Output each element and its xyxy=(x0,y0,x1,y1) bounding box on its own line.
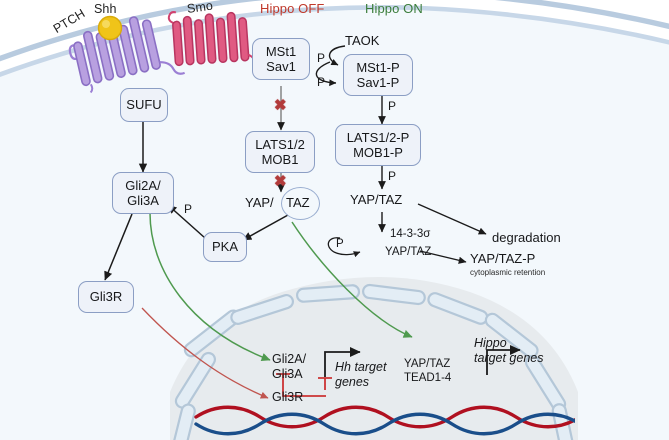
node-gli2a-gli3a-line-0: Gli2A/ xyxy=(125,177,161,193)
nucleus-gli2a-gli3a: Gli2A/ Gli3A xyxy=(272,352,306,382)
label-complex-yaptaz: YAP/TAZ xyxy=(385,246,432,258)
nucleus-yaptaz-tead: YAP/TAZ TEAD1-4 xyxy=(404,358,451,386)
shh-ligand xyxy=(97,15,123,41)
repressor-line-gli3r xyxy=(282,382,326,397)
nucleus-hh-target-line-0: Hh target xyxy=(335,360,387,374)
label-taok: TAOK xyxy=(345,33,380,48)
nucleus-hippo-target-genes: Hippo target genes xyxy=(474,336,544,366)
p-mark-pka-gli: P xyxy=(184,202,193,216)
plasma-membrane-inner xyxy=(0,5,669,77)
arrow-yaptaz-to-nucleus-green xyxy=(291,221,413,338)
node-lats12-mob1-line-0: LATS1/2 xyxy=(255,136,305,152)
x-mark-mst-to-lats: ✖ xyxy=(274,97,287,114)
p-mark-lats: P xyxy=(388,99,397,113)
node-lats12-mob1[interactable]: LATS1/2 MOB1 xyxy=(245,131,315,173)
p-mark-taok-lower: P xyxy=(317,75,326,89)
repressor-tbar-gli3r xyxy=(276,373,290,382)
node-gli3r-line-0: Gli3R xyxy=(89,289,123,305)
node-gli3r[interactable]: Gli3R xyxy=(78,281,134,313)
arrow-to-degradation xyxy=(417,203,487,235)
promoter-arrow-hh xyxy=(324,346,361,377)
node-lats12-mob1-line-1: MOB1 xyxy=(261,152,299,167)
arrow-gli-to-gli3r xyxy=(104,213,133,281)
dna-strand-red xyxy=(194,405,575,429)
node-mst1-sav1-line-1: Sav1 xyxy=(266,59,296,74)
arrow-taok-lower xyxy=(315,61,337,87)
node-sufu[interactable]: SUFU xyxy=(120,88,168,122)
node-gli2a-gli3a-line-1: Gli3A xyxy=(127,193,159,208)
node-mst1p-sav1p[interactable]: MSt1-P Sav1-P xyxy=(343,54,413,96)
nucleus-hippo-target-line-1: target genes xyxy=(474,351,544,365)
arrow-1433-complex-hook xyxy=(327,237,361,258)
nucleus-gli3r: Gli3R xyxy=(272,390,304,404)
nucleus-yaptaz-tead-line-0: YAP/TAZ xyxy=(404,358,451,370)
repressor-bar-hh xyxy=(318,377,332,390)
nucleus-gli2a-gli3a-line-0: Gli2A/ xyxy=(272,352,307,366)
nucleus-hh-target-genes: Hh target genes xyxy=(335,360,386,390)
shh-label: Shh xyxy=(94,2,117,16)
node-pka-line-0: PKA xyxy=(211,239,238,255)
hippo-off-header: Hippo OFF xyxy=(260,1,325,16)
node-lats12p-mob1p[interactable]: LATS1/2-P MOB1-P xyxy=(335,124,421,166)
p-mark-taok-upper: P xyxy=(317,51,326,65)
node-mst1p-sav1p-line-0: MSt1-P xyxy=(356,59,400,75)
dna-strand-blue xyxy=(194,412,575,436)
x-mark-lats-to-yap: ✖ xyxy=(274,173,287,190)
label-14-3-3-sigma: 14-3-3σ xyxy=(390,228,431,240)
node-gli2a-gli3a[interactable]: Gli2A/ Gli3A xyxy=(112,172,174,214)
plasma-membrane-outer xyxy=(0,0,669,62)
node-sufu-line-0: SUFU xyxy=(126,97,162,113)
arrow-to-yaptaz-p xyxy=(419,250,467,264)
label-yaptaz-on: YAP/TAZ xyxy=(350,192,403,207)
arrow-gli3r-to-nucleus-red xyxy=(141,307,269,399)
label-yaptaz-off: YAP/ xyxy=(245,195,274,210)
promoter-arrow-hippo xyxy=(486,344,521,375)
label-taz-circle: TAZ xyxy=(286,195,310,210)
label-yaptaz-p: YAP/TAZ-P xyxy=(470,251,536,266)
taz-circle-outline xyxy=(281,187,320,220)
arrow-pka-to-gli xyxy=(167,204,206,239)
node-mst1-sav1[interactable]: MSt1 Sav1 xyxy=(252,38,310,80)
node-mst1-sav1-line-0: MSt1 xyxy=(265,43,297,59)
dna-helix xyxy=(194,405,575,436)
nucleus-hh-target-line-1: genes xyxy=(335,375,370,389)
p-mark-yaptaz: P xyxy=(388,169,397,183)
nucleus-gli2a-gli3a-line-1: Gli3A xyxy=(272,367,303,381)
node-pka[interactable]: PKA xyxy=(203,232,247,262)
arrow-yaptaz-to-pka xyxy=(242,214,289,241)
node-lats12p-mob1p-line-1: MOB1-P xyxy=(353,145,403,160)
node-lats12p-mob1p-line-0: LATS1/2-P xyxy=(346,129,410,145)
nucleus-yaptaz-tead-line-1: TEAD1-4 xyxy=(404,371,452,384)
arrow-gli-to-nucleus-green xyxy=(149,212,271,361)
label-degradation: degradation xyxy=(492,230,561,245)
label-complex-p: P xyxy=(336,238,344,250)
nucleus-hippo-target-line-0: Hippo xyxy=(474,336,507,350)
arrow-taok-upper xyxy=(328,45,346,66)
hippo-on-header: Hippo ON xyxy=(365,1,423,16)
label-cytoplasmic-retention: cytoplasmic retention xyxy=(470,268,546,277)
node-mst1p-sav1p-line-1: Sav1-P xyxy=(356,75,400,90)
smo-receptor xyxy=(167,11,257,67)
